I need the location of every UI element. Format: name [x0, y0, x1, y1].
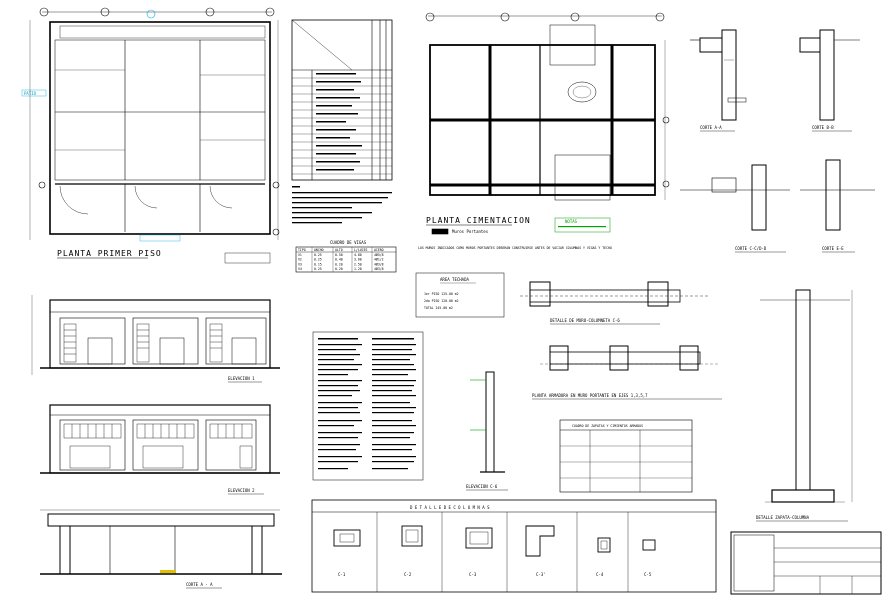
corte-a-a-section: CORTE A - A: [40, 509, 282, 589]
cuadro-vigas-cell: 0.20: [335, 267, 343, 271]
column-label-c5: C-5: [644, 572, 652, 577]
area-techada: AREA TECHADA 1er PISO 125.00 m2 2do PISO…: [415, 272, 505, 318]
cuadro-zapatas: CUADRO DE ZAPATAS Y CIMIENTOS ARMADOS: [559, 419, 693, 493]
detalle-columnas-panel: D E T A L L E D E C O L U M N A S C-1 C-…: [311, 499, 717, 593]
column-label-c4: C-4: [596, 572, 604, 577]
nota-muros-portantes: LOS MUROS INDICADOS COMO MUROS PORTANTES…: [418, 246, 612, 250]
cuadro-vigas-cell: 0.20: [335, 262, 343, 266]
area-techada-title: AREA TECHADA: [440, 277, 469, 282]
cuadro-vigas-cell: V1: [298, 253, 302, 257]
elevacion-2-title: ELEVACION 2: [228, 488, 255, 493]
cuadro-vigas-cell: 0.25: [314, 267, 322, 271]
area-row-3: TOTAL 245.00 m2: [424, 306, 453, 310]
cuadro-vigas-header: ANCHO: [314, 248, 324, 252]
cuadro-vigas-cell: 4Ø5/8: [374, 252, 384, 257]
detalle-zapata-columna: DETALLE ZAPATA-COLUMNA: [756, 289, 853, 522]
area-row-1: 1er PISO 125.00 m2: [424, 292, 459, 296]
corte-a-a-left-title: CORTE A - A: [186, 582, 213, 587]
detalle-zapata-columna-title: DETALLE ZAPATA-COLUMNA: [756, 515, 810, 520]
elevacion-c6: ELEVACION C-6: [466, 371, 508, 491]
cuadro-vigas-title: CUADRO DE VIGAS: [330, 240, 367, 245]
cuadro-vigas-cell: 0.25: [314, 258, 322, 262]
cuadro-vigas-cell: V4: [298, 267, 302, 271]
cuadro-vigas-cell: 0.40: [335, 258, 343, 262]
cuadro-vigas-cell: 0.25: [314, 253, 322, 257]
planta-cimentacion-title: PLANTA CIMENTACION: [426, 216, 531, 225]
especificaciones-block: [312, 331, 424, 481]
elevacion-1-title: ELEVACION 1: [228, 376, 255, 381]
cuadro-vigas-cell: 4Ø1/2: [374, 257, 384, 262]
cuadro-vigas-header: ACERO: [374, 248, 384, 252]
elevacion-2: ELEVACION 2: [40, 404, 280, 495]
column-label-c2: C-2: [404, 572, 412, 577]
cuadro-vigas: CUADRO DE VIGAS TIPO ANCHO ALTO L/LUCES ACER…: [295, 240, 397, 273]
corte-b-b-detail: CORTE B-B: [799, 29, 860, 132]
detalle-muro-columneta: DETALLE DE MURO-COLUMNETA C-6: [520, 281, 710, 325]
title-block: [730, 531, 882, 595]
cuadro-vigas-cell: 2.50: [354, 262, 362, 266]
column-label-c3: C-3: [469, 572, 477, 577]
notas-title: NOTAS: [565, 219, 578, 224]
cuadro-vigas-cell: V2: [298, 258, 302, 262]
corte-c-c-detail: CORTE C-C/D-D: [680, 164, 790, 253]
muros-portantes-legend: Muros Portantes: [452, 229, 489, 234]
elevacion-1: ELEVACION 1: [31, 295, 280, 383]
cuadro-vigas-cell: 0.50: [335, 253, 343, 257]
column-label-c1: C-1: [338, 572, 346, 577]
planta-primer-piso: PATIO PLANTA PRIMER PISO: [21, 7, 280, 264]
cuadro-vigas-cell: 4.80: [354, 253, 362, 257]
corte-a-a-detail: CORTE A-A: [690, 29, 747, 132]
corte-a-a-title: CORTE A-A: [700, 125, 722, 130]
corte-b-b-title: CORTE B-B: [812, 125, 834, 130]
planta-armadura-title: PLANTA ARMADURA EN MURO PORTANTE EN EJES…: [532, 393, 648, 398]
cuadro-vigas-header: L/LUCES: [354, 248, 368, 252]
cuadro-vigas-header: TIPO: [298, 248, 306, 252]
cuadro-vigas-cell: 1.20: [354, 267, 362, 271]
detalle-muro-columneta-title: DETALLE DE MURO-COLUMNETA C-6: [550, 318, 620, 323]
corte-e-e-title: CORTE E-E: [822, 246, 844, 251]
planta-primer-piso-title: PLANTA PRIMER PISO: [57, 249, 162, 258]
cuadro-vigas-cell: 0.15: [314, 262, 322, 266]
corte-e-e-detail: CORTE E-E: [800, 159, 875, 253]
cuadro-vigas-cell: 4Ø3/8: [374, 266, 384, 271]
detalle-columnas-title: D E T A L L E D E C O L U M N A S: [410, 505, 490, 510]
planta-cimentacion: PLANTA CIMENTACION Muros Portantes LOS M…: [418, 12, 670, 250]
area-row-2: 2do PISO 120.00 m2: [424, 299, 459, 303]
elevacion-c6-title: ELEVACION C-6: [466, 484, 498, 489]
legend-table: [291, 19, 393, 224]
planta-armadura: PLANTA ARMADURA EN MURO PORTANTE EN EJES…: [532, 345, 722, 400]
cuadro-vigas-cell: 3.60: [354, 258, 362, 262]
cuadro-vigas-header: ALTO: [335, 248, 343, 252]
cuadro-vigas-cell: V3: [298, 262, 302, 266]
svg-text:PATIO: PATIO: [24, 91, 37, 96]
cuadro-vigas-cell: 4Ø3/8: [374, 261, 384, 266]
cuadro-zapatas-title: CUADRO DE ZAPATAS Y CIMIENTOS ARMADOS: [572, 424, 643, 428]
column-label-c3-prime: C-3': [536, 572, 546, 577]
corte-c-c-title: CORTE C-C/D-D: [735, 246, 767, 251]
